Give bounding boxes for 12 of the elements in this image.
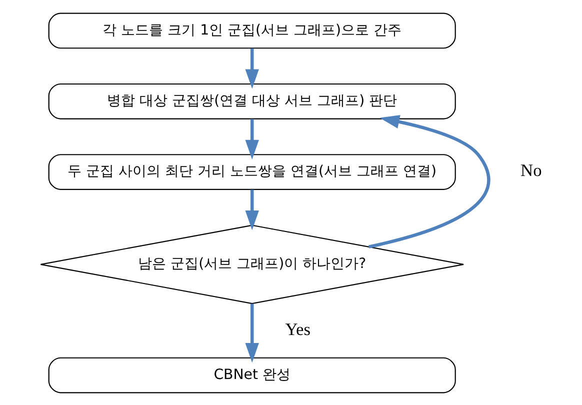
arrow [244, 189, 258, 230]
node-box: CBNet 완성 [48, 356, 456, 393]
edge-label: No [520, 160, 542, 180]
node-box: 병합 대상 군집쌍(연결 대상 서브 그래프) 판단 [48, 82, 456, 119]
node-diamond: 남은 군집(서브 그래프)이 하나인가? [40, 224, 464, 304]
arrow [244, 118, 258, 159]
edge-label: Yes [284, 319, 310, 338]
node-box: 두 군집 사이의 최단 거리 노드쌍을 연결(서브 그래프 연결) [48, 154, 456, 190]
arrow [244, 48, 258, 88]
node-box: 각 노드를 크기 1인 군집(서브 그래프)으로 간주 [48, 12, 456, 48]
arrow [244, 303, 258, 362]
arrow [368, 114, 490, 248]
